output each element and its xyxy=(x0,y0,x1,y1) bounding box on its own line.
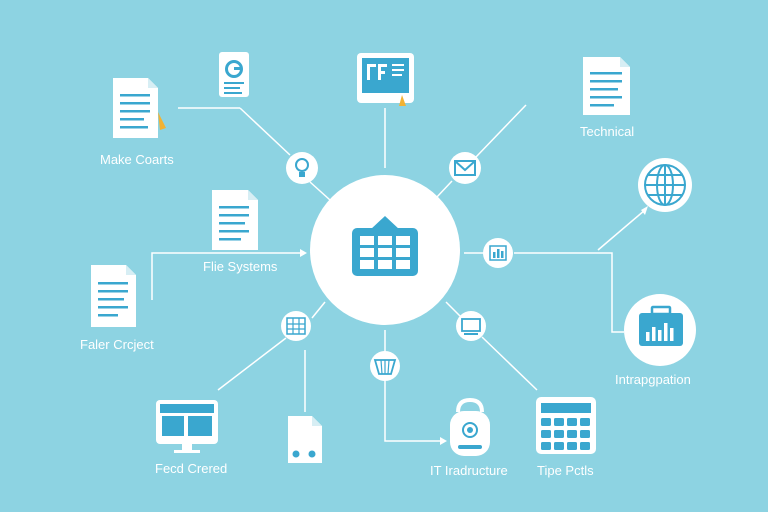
connector-mail-top xyxy=(475,104,527,158)
server-hub-icon xyxy=(352,216,418,276)
connector-make-courts-diag xyxy=(239,107,291,156)
connector-grid-bottom xyxy=(217,337,287,391)
document-icon xyxy=(91,265,136,327)
connector-file-systems xyxy=(151,252,300,300)
google-doc-icon xyxy=(219,52,249,97)
label-tipe-posts: Tipe Pctls xyxy=(537,463,594,478)
lightbulb-icon xyxy=(286,152,318,184)
monitor-icon xyxy=(156,400,218,453)
connectors xyxy=(151,104,646,442)
bucket-icon xyxy=(370,351,400,381)
grid-icon xyxy=(281,311,311,341)
document-icon xyxy=(113,78,166,138)
connector-bulb-center xyxy=(309,181,331,201)
connector-monitor-bottom xyxy=(481,336,538,391)
lock-icon xyxy=(450,397,490,456)
connector-globe xyxy=(597,209,646,251)
label-make-courts: Make Coarts xyxy=(100,152,174,167)
connector-integration xyxy=(514,252,624,333)
central-hub xyxy=(310,175,460,325)
globe-icon xyxy=(638,158,692,212)
arrow-head-globe xyxy=(641,206,648,215)
connector-grid-center xyxy=(311,301,326,319)
label-file-systems: Flie Systems xyxy=(203,259,278,274)
arrow-head-it-infra xyxy=(440,437,447,445)
chart-icon xyxy=(483,238,513,268)
calculator-icon xyxy=(536,397,596,454)
connector-monitor-center xyxy=(445,301,461,317)
connector-mail-center xyxy=(435,180,453,199)
document-icon xyxy=(583,57,630,115)
file-icon xyxy=(288,416,322,463)
email-icon xyxy=(449,152,481,184)
document-icon xyxy=(212,190,258,250)
arrow-head-file-systems xyxy=(300,249,307,257)
label-it-infrastructure: IT Iradructure xyxy=(430,463,508,478)
chart-briefcase-icon xyxy=(624,294,696,366)
label-technical: Technical xyxy=(580,124,635,139)
connector-it-infra xyxy=(384,380,440,442)
label-feed-created: Fecd Crered xyxy=(155,461,228,476)
arrow-heads xyxy=(300,206,648,445)
presentation-monitor-icon xyxy=(357,53,414,106)
network-device-icon xyxy=(456,311,486,341)
label-folder-project: Faler Crcject xyxy=(80,337,154,352)
label-integration: Intrapgpation xyxy=(615,372,691,387)
